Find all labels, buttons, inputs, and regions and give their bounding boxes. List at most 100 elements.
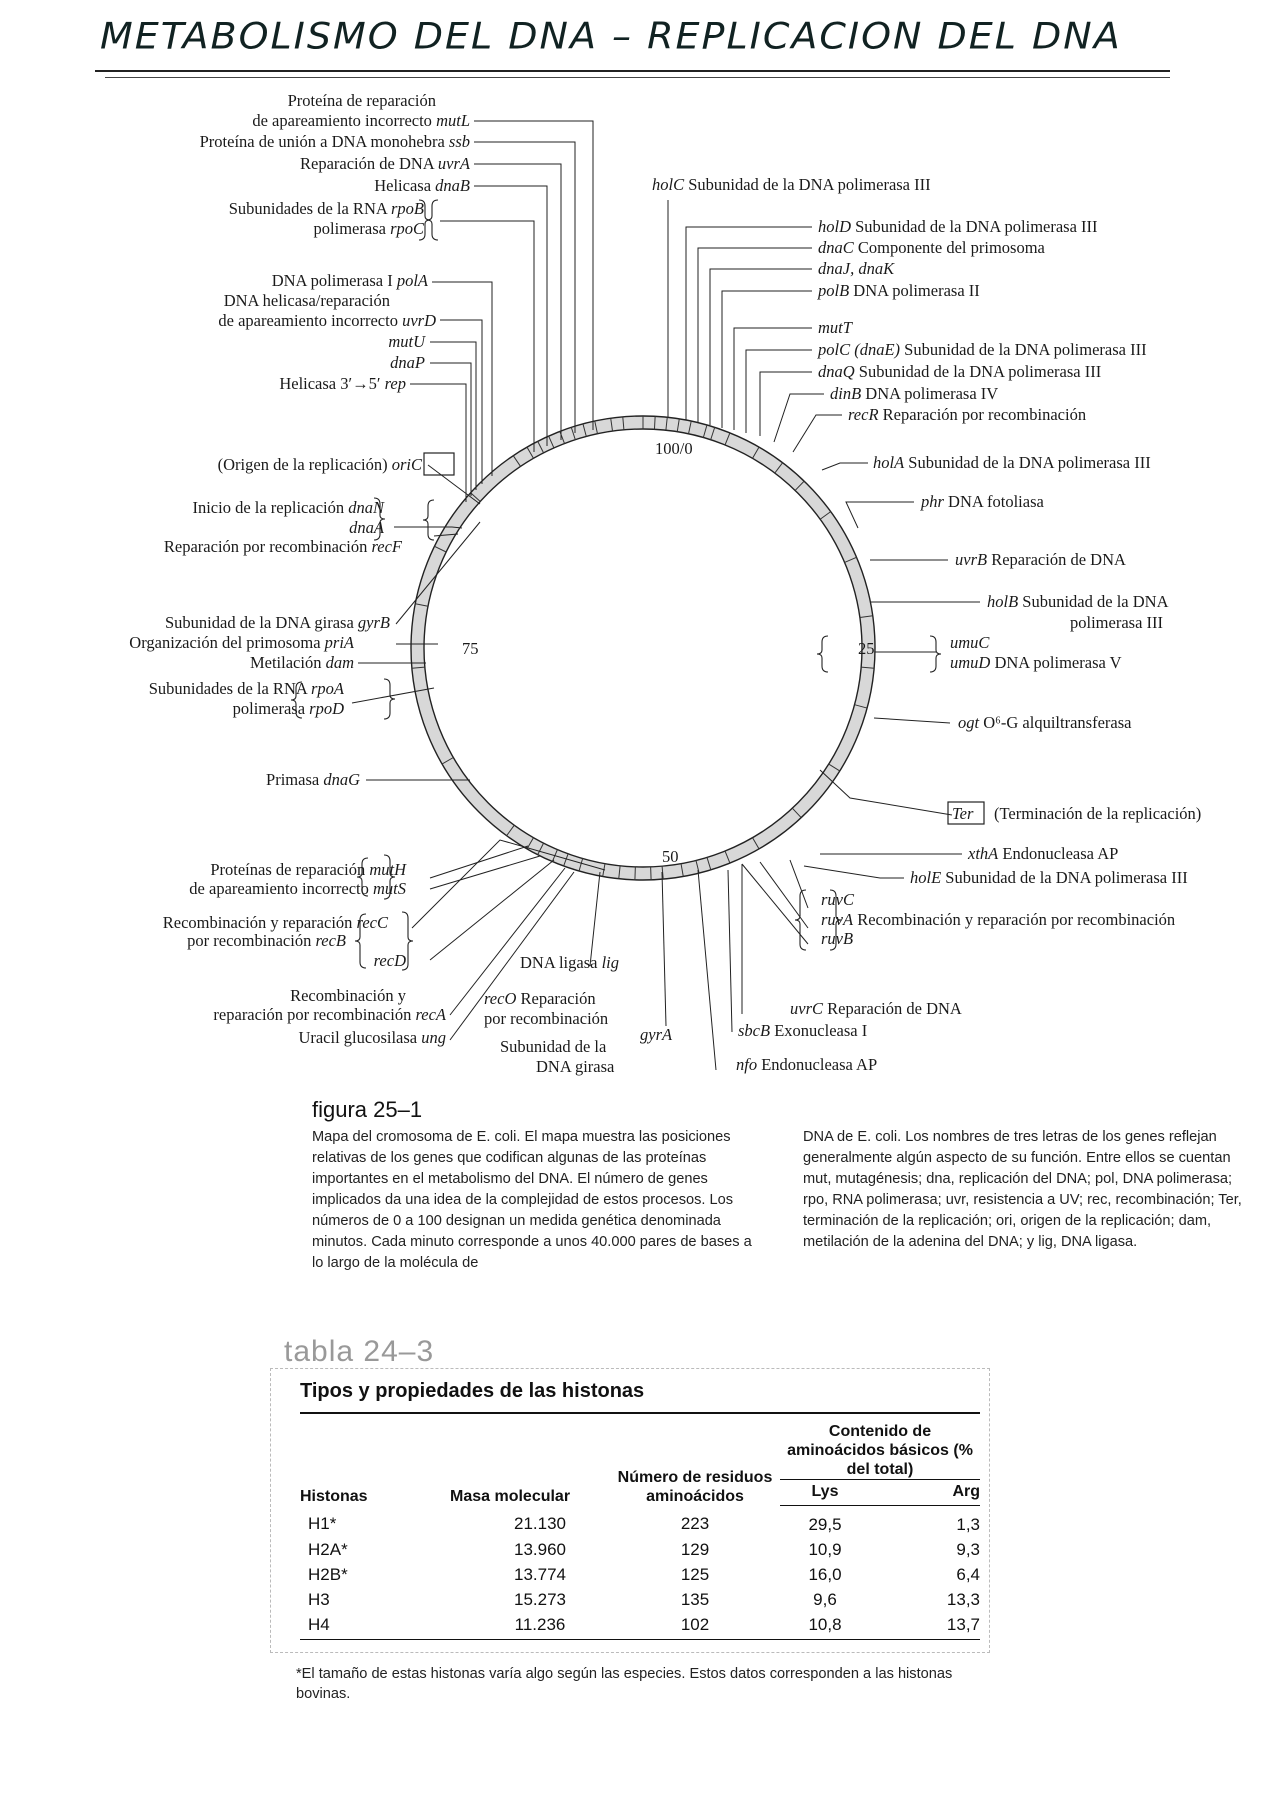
label-part: Subunidad de la DNA polimerasa III	[851, 217, 1098, 236]
label-part: Recombinación y reparación por recombina…	[853, 910, 1175, 929]
label-part: umuD	[950, 653, 990, 672]
gene-tick	[526, 446, 534, 459]
leader-line	[427, 464, 481, 505]
gene-label: DNA helicasa/reparación	[224, 291, 390, 310]
gene-tick	[859, 615, 873, 619]
gene-tick	[819, 511, 831, 520]
gene-label: ruvC	[821, 890, 855, 909]
label-part: lig	[602, 953, 619, 972]
gene-label: 75	[462, 639, 479, 658]
gene-label: ruvA Recombinación y reparación por reco…	[821, 910, 1175, 929]
gene-label: gyrA	[640, 1025, 673, 1044]
leader-line	[395, 521, 481, 625]
brace	[401, 911, 414, 971]
label-part: por recombinación	[484, 1009, 608, 1028]
gene-tick	[791, 807, 802, 819]
gene-label: Reparación de DNA uvrA	[300, 154, 471, 173]
gene-label: por recombinación	[484, 1009, 608, 1028]
brace	[816, 635, 829, 673]
gene-tick	[578, 858, 584, 872]
gene-tick	[752, 446, 760, 459]
label-part: rpoC	[390, 219, 425, 238]
label-part: Subunidad de la DNA polimerasa III	[904, 453, 1151, 472]
page-title: METABOLISMO DEL DNA – REPLICACION DEL DN…	[100, 15, 1122, 57]
label-part: umuC	[950, 633, 990, 652]
label-part: polimerasa	[233, 699, 310, 718]
leader-line	[411, 839, 606, 929]
gene-tick	[610, 418, 614, 432]
gene-tick	[563, 853, 569, 867]
label-part: holA	[873, 453, 905, 472]
label-part: dnaB	[435, 176, 470, 195]
gene-label: 50	[662, 847, 679, 866]
title-underline	[95, 70, 1170, 72]
leader-line	[727, 869, 733, 1033]
leader-line	[792, 414, 842, 453]
brace	[383, 854, 396, 900]
gene-label: DNA girasa	[536, 1057, 615, 1076]
label-part: DNA girasa	[536, 1057, 615, 1076]
header-arg: Arg	[870, 1479, 980, 1506]
gene-label: ruvB	[821, 929, 853, 948]
label-part: Primasa	[266, 770, 323, 789]
table-cell: 135	[680, 1589, 710, 1609]
histone-table: Histonas Masa molecular Número de residu…	[300, 1412, 980, 1640]
table-cell: 13,3	[946, 1589, 980, 1609]
gene-label: 100/0	[655, 439, 693, 458]
label-part: de apareamiento incorrecto	[218, 311, 402, 330]
label-part: Subunidad de la DNA polimerasa III	[900, 340, 1147, 359]
label-part: mutT	[818, 318, 854, 337]
label-part: dnaJ, dnaK	[818, 259, 895, 278]
table-cell: 10,9	[808, 1539, 842, 1559]
table-cell: 1,3	[956, 1514, 980, 1534]
leader-line	[873, 717, 951, 724]
gene-label: Subunidad de la	[500, 1037, 607, 1056]
label-part: Subunidad de la	[500, 1037, 607, 1056]
gene-tick	[680, 863, 684, 877]
gene-label: polimerasa rpoD	[233, 699, 344, 718]
gene-label: holD Subunidad de la DNA polimerasa III	[818, 217, 1098, 236]
leader-line	[709, 268, 812, 425]
leader-line	[394, 526, 463, 529]
label-part: gyrA	[640, 1025, 673, 1044]
gene-tick	[415, 603, 429, 607]
label-part: polC (dnaE)	[817, 340, 900, 359]
gene-label: ogt O⁶-G alquiltransferasa	[958, 713, 1132, 732]
gene-label: Organización del primosoma priA	[129, 633, 355, 652]
gene-label: Subunidades de la RNA rpoB	[229, 199, 424, 218]
label-part: uvrA	[438, 154, 471, 173]
label-part: Reparación por recombinación	[879, 405, 1087, 424]
label-part: DNA helicasa/reparación	[224, 291, 390, 310]
label-part: Inicio de la replicación	[192, 498, 348, 517]
table-title: Tipos y propiedades de las histonas	[300, 1380, 645, 1402]
gene-tick	[470, 492, 481, 502]
gene-label: Reparación por recombinación recF	[164, 537, 403, 556]
gene-tick	[688, 420, 692, 434]
leader-line	[721, 290, 812, 428]
label-part: DNA polimerasa V	[990, 653, 1121, 672]
gene-tick	[794, 480, 805, 491]
gene-label: polimerasa III	[1070, 613, 1163, 632]
gene-tick	[861, 666, 875, 669]
table-cell: 15.273	[514, 1589, 566, 1609]
gene-tick	[570, 427, 576, 440]
label-part: ung	[421, 1028, 446, 1047]
leader-line	[759, 371, 812, 436]
table-cell: 125	[680, 1564, 710, 1584]
gene-label: polimerasa rpoC	[314, 219, 425, 238]
leader-line	[351, 687, 435, 704]
gene-label: dnaP	[390, 353, 425, 372]
gene-label: recD	[374, 951, 406, 970]
label-part: recR	[848, 405, 879, 424]
leader-lines	[351, 120, 980, 1071]
ring-inner	[423, 428, 863, 868]
gene-tick	[706, 857, 712, 871]
gene-label: DNA polimerasa I polA	[272, 271, 429, 290]
label-part: DNA polimerasa I	[272, 271, 397, 290]
gene-label: Subunidades de la RNA rpoA	[149, 679, 345, 698]
label-part: Subunidad de la DNA girasa	[165, 613, 358, 632]
